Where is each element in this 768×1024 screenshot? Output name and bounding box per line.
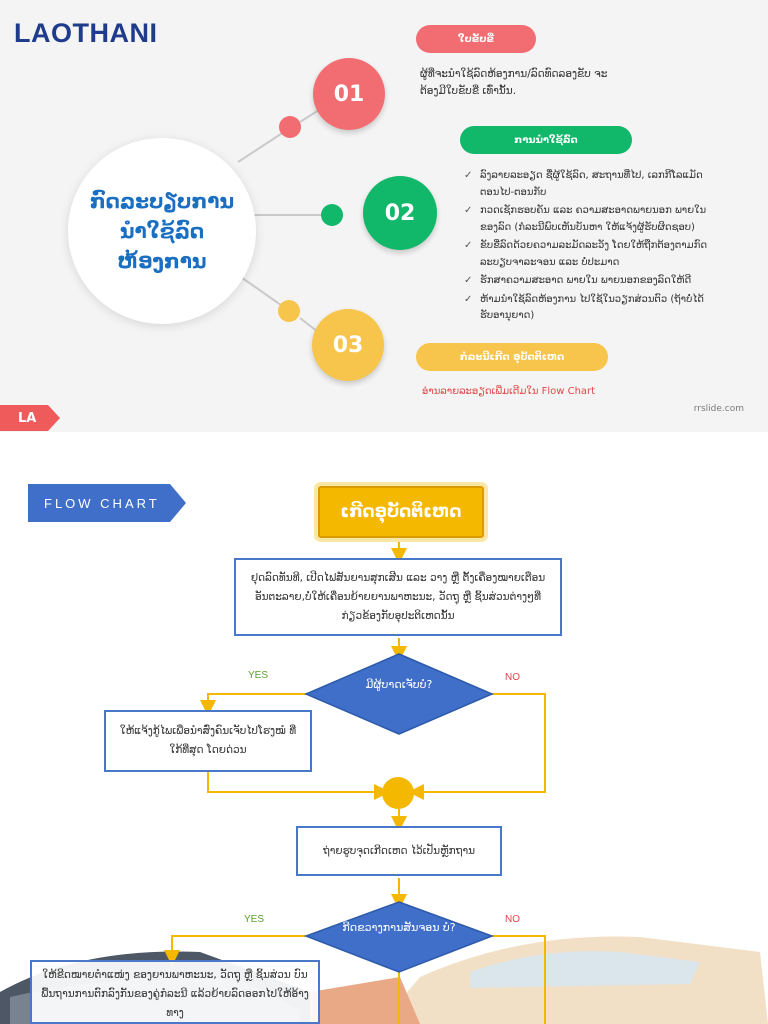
step-box-mark-positions: ໃຫ້ຂີດໝາຍຕຳແໜ່ງ ຂອງຍານພາຫະນະ, ວັດຖຸ ຫຼື … xyxy=(30,960,320,1024)
step-box-stop-car: ຢຸດລົດທັນທີ, ເປີດໄຟສັນຍານສຸກເສີນ ແລະ ວາງ… xyxy=(234,558,562,636)
step2-number: 02 xyxy=(363,176,437,250)
flowchart-panel: FLOW CHART ເກີດອຸບັດຕິເຫດ ຢຸດລົດທັນທີ, ເ… xyxy=(0,432,768,1024)
check-icon: ✓ xyxy=(464,205,473,216)
step3-dot xyxy=(278,300,300,322)
step1-dot xyxy=(279,116,301,138)
step3-number: 03 xyxy=(312,309,384,381)
checklist-item: ✓ຂັບຂີ່ລົດດ້ວຍຄວາມລະມັດລະວັງ ໂດຍໃຫ້ຖືກຕ້… xyxy=(464,240,708,268)
decision1-diamond xyxy=(304,653,494,735)
step2-checklist: ✓ລົງລາຍລະອຽດ ຊື່ຜູ້ໃຊ້ລົດ, ສະຖານທີ່ໄປ, ເ… xyxy=(462,168,712,327)
step2-dot xyxy=(321,204,343,226)
center-title: ກົດລະບຽບການນຳໃຊ້ລົດຫ້ອງການ xyxy=(89,189,235,273)
checklist-item: ✓ລົງລາຍລະອຽດ ຊື່ຜູ້ໃຊ້ລົດ, ສະຖານທີ່ໄປ, ເ… xyxy=(464,170,703,198)
check-icon: ✓ xyxy=(464,170,473,181)
decision2-diamond xyxy=(303,901,495,973)
yes-label: YES xyxy=(244,914,265,925)
checklist-item: ✓ຮັກສາຄວາມສະອາດ ພາຍໃນ ພາຍນອກຂອງລົດໃຫ້ດີ xyxy=(462,273,712,290)
language-tag: LA xyxy=(0,405,60,431)
merge-node xyxy=(382,777,414,809)
start-node: ເກີດອຸບັດຕິເຫດ xyxy=(318,486,484,538)
step-box-take-photos: ຖ່າຍຮູບຈຸດເກີດເຫດ ໄວ້ເປັນຫຼັກຖານ xyxy=(296,826,502,876)
credit-text: rrslide.com xyxy=(693,404,744,414)
infographic-panel: LAOTHANI ກົດລະບຽບການນຳໃຊ້ລົດຫ້ອງການ 01 0… xyxy=(0,0,768,432)
yes-label: YES xyxy=(248,670,269,681)
check-icon: ✓ xyxy=(464,240,473,251)
checklist-item: ✓ຫ້າມນຳໃຊ້ລົດຫ້ອງການ ໄປໃຊ້ໃນວຽກສ່ວນຕົວ (… xyxy=(464,293,704,322)
check-icon: ✓ xyxy=(464,293,473,305)
checklist-item: ✓ກວດເຊັກຮອບຄັນ ແລະ ຄວາມສະອາດພາຍນອກ ພາຍໃນ… xyxy=(464,205,707,233)
step3-pill: ກໍລະນີເກີດ ອຸບັດຕິເຫດ xyxy=(416,343,608,371)
center-circle: ກົດລະບຽບການນຳໃຊ້ລົດຫ້ອງການ xyxy=(68,138,256,324)
brand-logo: LAOTHANI xyxy=(14,18,158,48)
decision1-label: ມີຜູ້ບາດເຈັບບໍ? xyxy=(365,678,433,691)
decision2-label: ກີດຂວາງການສັນຈອນ ບໍ? xyxy=(342,921,456,934)
step-box-call-rescue: ໃຫ້ແຈ້ງກູ້ໄພເພື່ອນຳສົ່ງຄົນເຈັບໄປໂຮງໝໍ ທີ… xyxy=(104,710,312,772)
step2-pill: ການນຳໃຊ້ລົດ xyxy=(460,126,632,154)
step1-pill: ໃບຂັບຂີ່ xyxy=(416,25,536,53)
no-label: NO xyxy=(505,672,520,683)
flowchart-label: FLOW CHART xyxy=(28,484,186,522)
step1-text: ຜູ້ທີ່ຈະນຳໃຊ້ລົດຫ້ອງການ/ລົດທົດລອງຂັບ ຈະຕ… xyxy=(420,68,608,97)
check-icon: ✓ xyxy=(464,275,473,286)
no-label: NO xyxy=(505,914,520,925)
flowchart-note: ອ່ານລາຍລະອຽດເພີ່ມເຕີມໃນ Flow Chart xyxy=(422,386,596,397)
step1-number: 01 xyxy=(313,58,385,130)
